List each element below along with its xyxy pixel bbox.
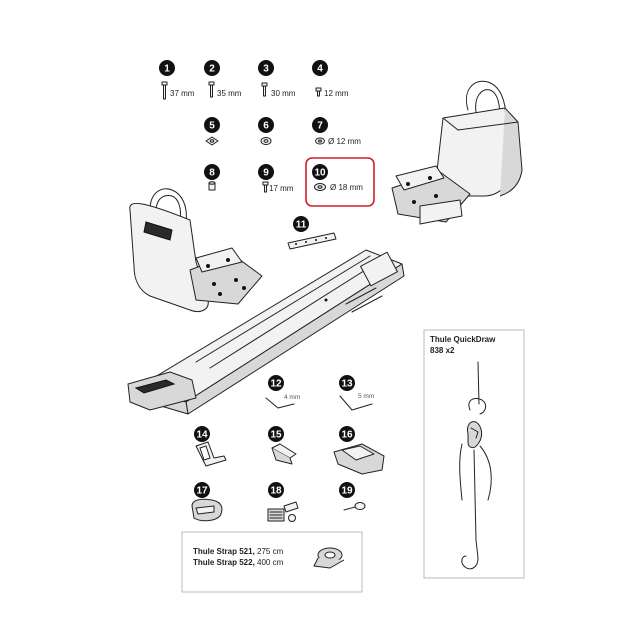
svg-text:2: 2 bbox=[209, 64, 215, 75]
svg-text:Ø 18 mm: Ø 18 mm bbox=[330, 183, 363, 192]
svg-text:4 mm: 4 mm bbox=[284, 394, 300, 401]
hex-key-icon bbox=[265, 397, 295, 409]
bolt-icon bbox=[261, 82, 268, 97]
clip-icon bbox=[271, 443, 297, 465]
bolt-icon bbox=[161, 81, 168, 100]
bolt-icon bbox=[262, 181, 269, 193]
svg-text:19: 19 bbox=[341, 486, 353, 497]
svg-text:9: 9 bbox=[263, 168, 269, 179]
part-19: 19 bbox=[339, 482, 366, 511]
part-2: 2 35 mm bbox=[204, 60, 242, 98]
svg-text:12 mm: 12 mm bbox=[324, 89, 349, 98]
washer-icon bbox=[314, 183, 326, 191]
key-icon bbox=[343, 502, 366, 511]
main-rail bbox=[127, 249, 405, 415]
spacer-icon bbox=[208, 181, 216, 191]
svg-text:11: 11 bbox=[296, 220, 307, 231]
svg-text:15: 15 bbox=[270, 430, 282, 441]
part-4: 4 12 mm bbox=[312, 60, 349, 98]
svg-text:16: 16 bbox=[341, 430, 353, 441]
quickdraw-title: Thule QuickDraw bbox=[430, 335, 496, 344]
strap-522-line: Thule Strap 522, 400 cm bbox=[193, 558, 284, 567]
part-12: 12 4 mm bbox=[265, 375, 300, 409]
quickdraw-subtitle: 838 x2 bbox=[430, 346, 455, 355]
quickdraw-icon bbox=[459, 361, 492, 570]
lock-cylinder-icon bbox=[267, 501, 299, 522]
part-1-badge bbox=[159, 60, 175, 76]
plate-icon bbox=[287, 232, 337, 250]
svg-text:17 mm: 17 mm bbox=[269, 184, 294, 193]
svg-text:18: 18 bbox=[270, 486, 282, 497]
svg-text:10: 10 bbox=[314, 168, 326, 179]
svg-text:7: 7 bbox=[317, 121, 323, 132]
part-10: 10 Ø 18 mm bbox=[305, 157, 375, 207]
svg-text:35 mm: 35 mm bbox=[217, 89, 242, 98]
part-15: 15 bbox=[268, 426, 297, 465]
svg-text:3: 3 bbox=[263, 64, 269, 75]
buckle-icon bbox=[191, 498, 223, 522]
quickdraw-box: Thule QuickDraw 838 x2 bbox=[423, 329, 525, 579]
end-cap-icon bbox=[333, 443, 385, 475]
highlight-frame bbox=[305, 157, 375, 207]
short-bolt-icon bbox=[315, 87, 322, 97]
cradle-right bbox=[391, 80, 523, 225]
hex-key-icon bbox=[339, 395, 373, 411]
strap-roll-icon bbox=[313, 547, 345, 569]
part-9: 9 17 mm bbox=[258, 164, 294, 193]
part-17: 17 bbox=[191, 482, 223, 522]
svg-text:12: 12 bbox=[270, 379, 282, 390]
part-3: 3 30 mm bbox=[258, 60, 296, 98]
svg-text:17: 17 bbox=[196, 486, 208, 497]
svg-text:Ø 12 mm: Ø 12 mm bbox=[328, 137, 361, 146]
part-7: 7 Ø 12 mm bbox=[312, 117, 361, 146]
part-13: 13 5 mm bbox=[339, 375, 374, 411]
strap-box: Thule Strap 521, 275 cm Thule Strap 522,… bbox=[181, 531, 363, 593]
square-nut-icon bbox=[205, 136, 219, 146]
part-16: 16 bbox=[333, 426, 385, 475]
svg-text:6: 6 bbox=[263, 121, 269, 132]
svg-text:5 mm: 5 mm bbox=[358, 393, 374, 400]
bolt-icon bbox=[208, 81, 215, 98]
washer-icon bbox=[315, 137, 325, 145]
part-5: 5 bbox=[204, 117, 220, 146]
bracket-icon bbox=[195, 441, 227, 467]
svg-text:13: 13 bbox=[341, 379, 353, 390]
strap-521-line: Thule Strap 521, 275 cm bbox=[193, 547, 284, 556]
part-1: 1 37 mm bbox=[159, 60, 195, 100]
part-6: 6 bbox=[258, 117, 274, 145]
part-8: 8 bbox=[204, 164, 220, 191]
part-18: 18 bbox=[267, 482, 299, 522]
part-14: 14 bbox=[194, 426, 227, 467]
cradle-left bbox=[129, 188, 263, 313]
svg-text:14: 14 bbox=[196, 430, 208, 441]
svg-text:4: 4 bbox=[317, 64, 323, 75]
part-1-number: 1 bbox=[164, 64, 170, 75]
part-11: 11 bbox=[287, 216, 337, 250]
svg-text:30 mm: 30 mm bbox=[271, 89, 296, 98]
hex-nut-icon bbox=[260, 137, 272, 145]
svg-text:8: 8 bbox=[209, 168, 215, 179]
part-1-label: 37 mm bbox=[170, 89, 195, 98]
svg-text:5: 5 bbox=[209, 121, 215, 132]
